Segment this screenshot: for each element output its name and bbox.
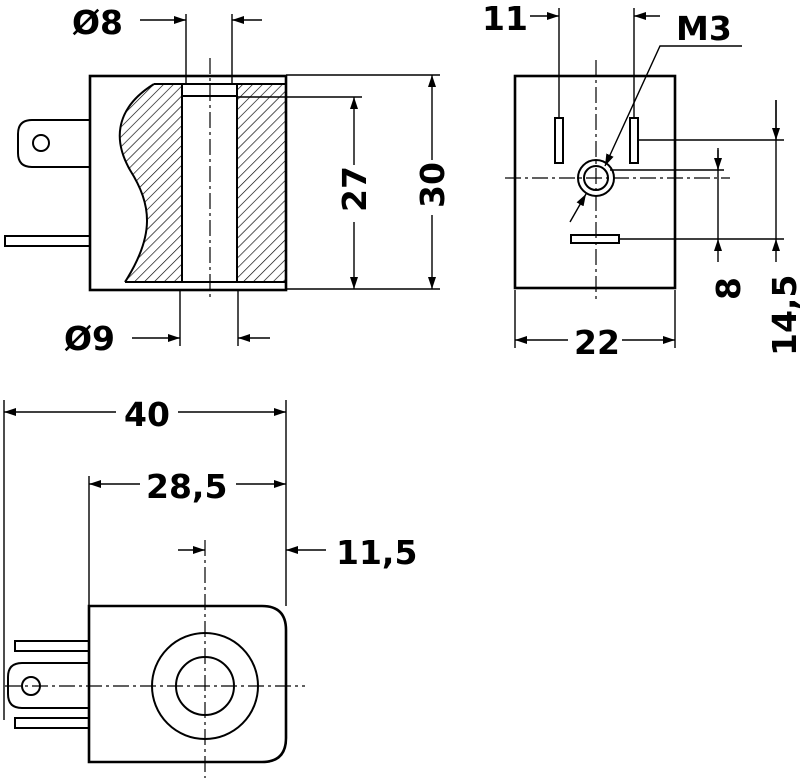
pin-slot-ground xyxy=(570,234,620,244)
hatch-right xyxy=(237,84,285,282)
dim-bore-diameter-bottom: Ø9 xyxy=(64,319,115,358)
coil-body xyxy=(88,74,288,292)
dim-inner-height: 27 xyxy=(335,166,374,212)
break-line xyxy=(118,83,155,283)
side-view: 40 28,5 11,5 xyxy=(3,395,417,778)
terminal-hole xyxy=(32,134,50,152)
dim-center-offset: 11,5 xyxy=(336,533,417,572)
dim-total-length: 40 xyxy=(124,395,170,434)
dim-thread-size: M3 xyxy=(676,9,732,48)
connector-body xyxy=(513,74,677,290)
side-body xyxy=(87,604,288,764)
dim-connector-width: 22 xyxy=(574,323,620,362)
side-pin-top xyxy=(14,640,89,652)
side-pin-bottom xyxy=(14,717,89,729)
dim-body-length: 28,5 xyxy=(146,467,227,506)
connector-face-view: 11 M3 22 8 14,5 xyxy=(482,0,800,362)
dim-pin-spacing: 11 xyxy=(482,0,528,38)
section-view: Ø8 Ø9 27 30 xyxy=(4,3,452,358)
pin-slot-right xyxy=(629,117,639,164)
dim-outer-height: 30 xyxy=(413,162,452,208)
terminal-tab xyxy=(17,119,90,168)
dim-vertical-large: 14,5 xyxy=(765,275,800,356)
pin-slot-left xyxy=(554,117,564,164)
dim-vertical-small: 8 xyxy=(709,277,748,300)
terminal-pin xyxy=(4,235,90,247)
dim-bore-diameter-top: Ø8 xyxy=(72,3,123,42)
hatch-left xyxy=(119,84,182,282)
